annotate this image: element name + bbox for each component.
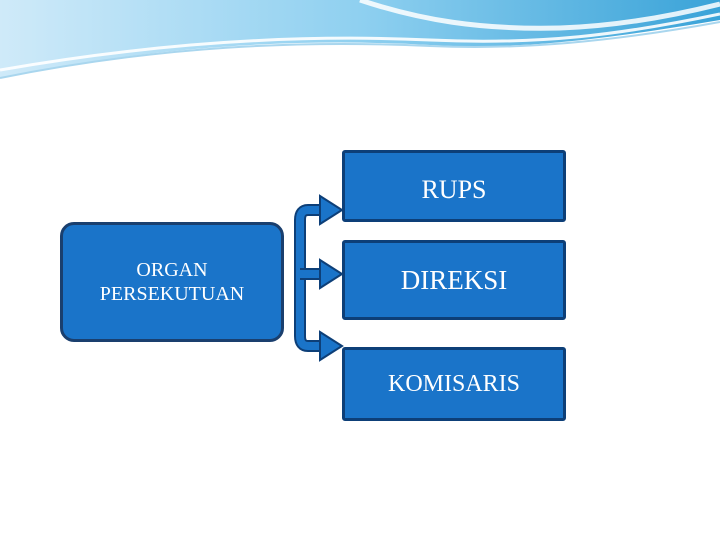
arrowhead-rups — [319, 194, 344, 226]
komisaris-box: KOMISARIS — [342, 347, 566, 421]
bracket-connector-arrows — [294, 194, 344, 362]
header-wave-decoration — [0, 0, 720, 79]
direksi-box: DIREKSI — [342, 240, 566, 320]
komisaris-label: KOMISARIS — [387, 370, 521, 397]
rups-label: RUPS — [421, 175, 487, 204]
arrowhead-komisaris — [319, 330, 344, 362]
organ-persekutuan-box: ORGAN PERSEKUTUAN — [60, 222, 284, 342]
arrowhead-direksi — [319, 258, 344, 290]
organ-label-line-1: ORGAN — [136, 259, 208, 281]
organ-label-line-2: PERSEKUTUAN — [99, 283, 245, 305]
direksi-label: DIREKSI — [400, 264, 508, 295]
rups-box: RUPS — [342, 150, 566, 222]
